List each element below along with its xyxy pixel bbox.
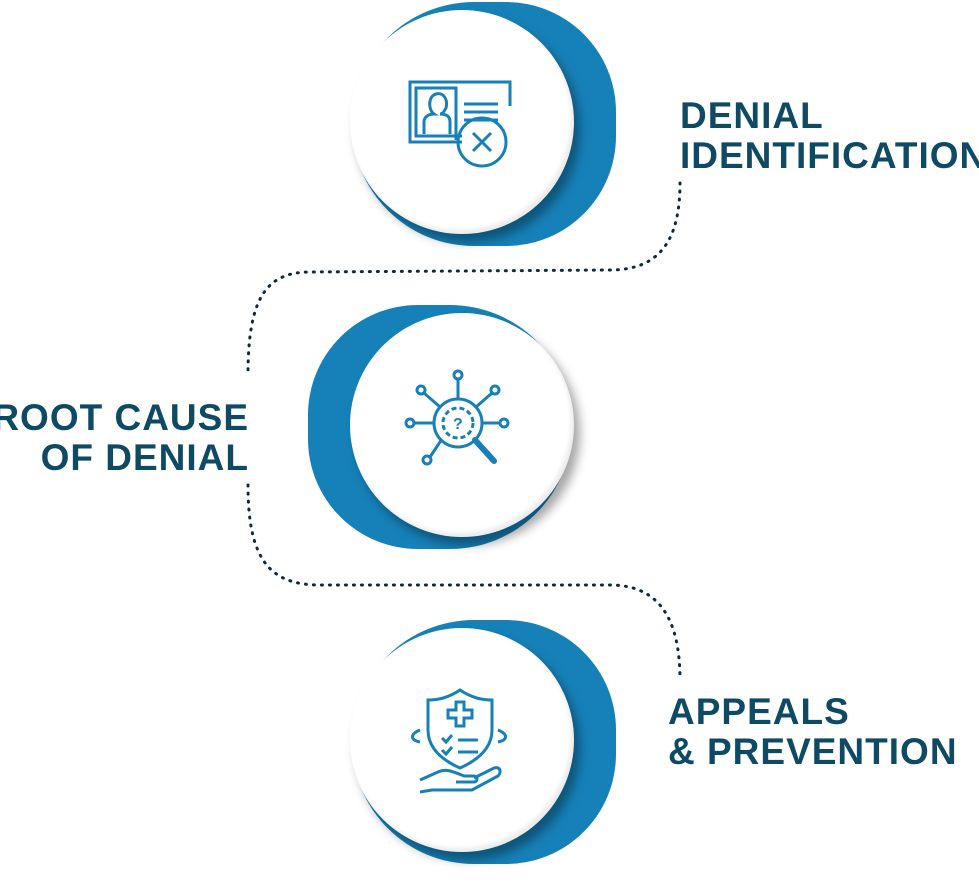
step-2-circle: ? [350, 313, 574, 537]
shield-hand-prevention-icon [411, 688, 507, 794]
step-3-circle [350, 628, 574, 852]
svg-text:?: ? [453, 416, 463, 433]
step-3-label: APPEALS & PREVENTION [668, 692, 958, 772]
label-line: DENIAL [680, 95, 824, 136]
step-1-label: DENIAL IDENTIFICATION [680, 96, 979, 176]
label-line: ROOT CAUSE [0, 397, 249, 438]
label-line: APPEALS [668, 691, 850, 732]
label-line: & PREVENTION [668, 731, 958, 772]
step-1-circle [350, 10, 574, 234]
step-2-label: ROOT CAUSE OF DENIAL [0, 398, 249, 478]
id-card-denied-icon [408, 80, 512, 168]
root-cause-analysis-icon: ? [404, 369, 510, 466]
label-line: OF DENIAL [40, 437, 249, 478]
label-line: IDENTIFICATION [680, 135, 979, 176]
